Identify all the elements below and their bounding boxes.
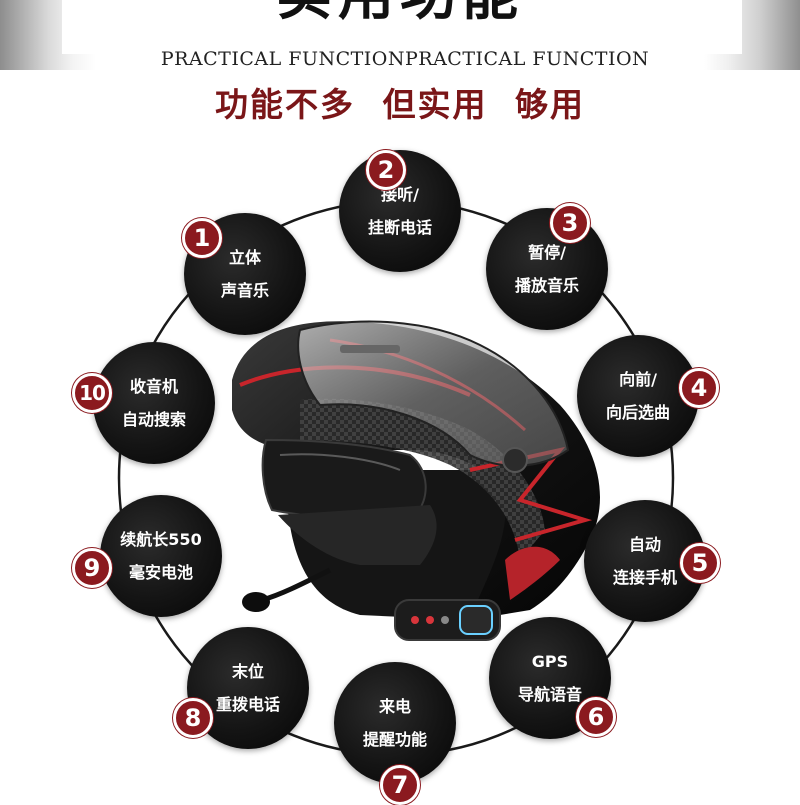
feature-number-badge: 9	[72, 548, 112, 588]
feature-number-badge: 7	[380, 765, 420, 805]
banner-title-box	[62, 0, 742, 54]
feature-line-2: 导航语音	[517, 685, 582, 704]
feature-550mah-battery: 续航长550 毫安电池	[100, 495, 222, 617]
feature-line-2: 毫安电池	[128, 563, 193, 582]
banner-title: 实用功能	[0, 0, 800, 26]
feature-line-1: 续航长550	[120, 530, 202, 549]
feature-line-2: 提醒功能	[362, 730, 427, 749]
feature-line-2: 自动搜索	[121, 410, 186, 429]
feature-number-badge: 8	[173, 698, 213, 738]
feature-gps-voice-navigation: GPS 导航语音	[489, 617, 611, 739]
feature-line-2: 挂断电话	[367, 218, 432, 237]
feature-line-1: 自动	[628, 535, 661, 554]
feature-line-1: 来电	[378, 697, 411, 716]
feature-line-1: GPS	[531, 652, 569, 671]
feature-line-1: 末位	[231, 662, 264, 681]
feature-line-1: 收音机	[129, 377, 178, 396]
feature-line-2: 向后选曲	[605, 403, 670, 422]
feature-number-badge: 5	[680, 543, 720, 583]
feature-radio-auto-search: 收音机自动搜索	[93, 342, 215, 464]
feature-number-badge: 3	[550, 203, 590, 243]
feature-line-2: 连接手机	[612, 568, 677, 587]
feature-track-select: 向前/向后选曲	[577, 335, 699, 457]
feature-number-badge: 6	[576, 697, 616, 737]
feature-line-1: 接听/	[381, 185, 419, 204]
feature-line-2: 播放音乐	[514, 276, 579, 295]
feature-stereo-music: 立体声音乐	[184, 213, 306, 335]
feature-line-2: 重拨电话	[215, 695, 280, 714]
feature-number-badge: 2	[366, 150, 406, 190]
feature-incoming-call-alert: 来电提醒功能	[334, 662, 456, 784]
feature-number-badge: 10	[72, 373, 112, 413]
feature-number-badge: 4	[679, 368, 719, 408]
feature-number-badge: 1	[182, 218, 222, 258]
feature-line-1: 暂停/	[528, 243, 566, 262]
headline: 功能不多 但实用 够用	[215, 85, 585, 124]
feature-line-2: 声音乐	[220, 281, 269, 300]
top-banner: 实用功能 PRACTICAL FUNCTIONPRACTICAL FUNCTIO…	[0, 0, 800, 70]
feature-line-1: 向前/	[619, 370, 657, 389]
banner-subtitle: PRACTICAL FUNCTIONPRACTICAL FUNCTION	[160, 48, 650, 70]
feature-line-1: 立体	[228, 248, 261, 267]
